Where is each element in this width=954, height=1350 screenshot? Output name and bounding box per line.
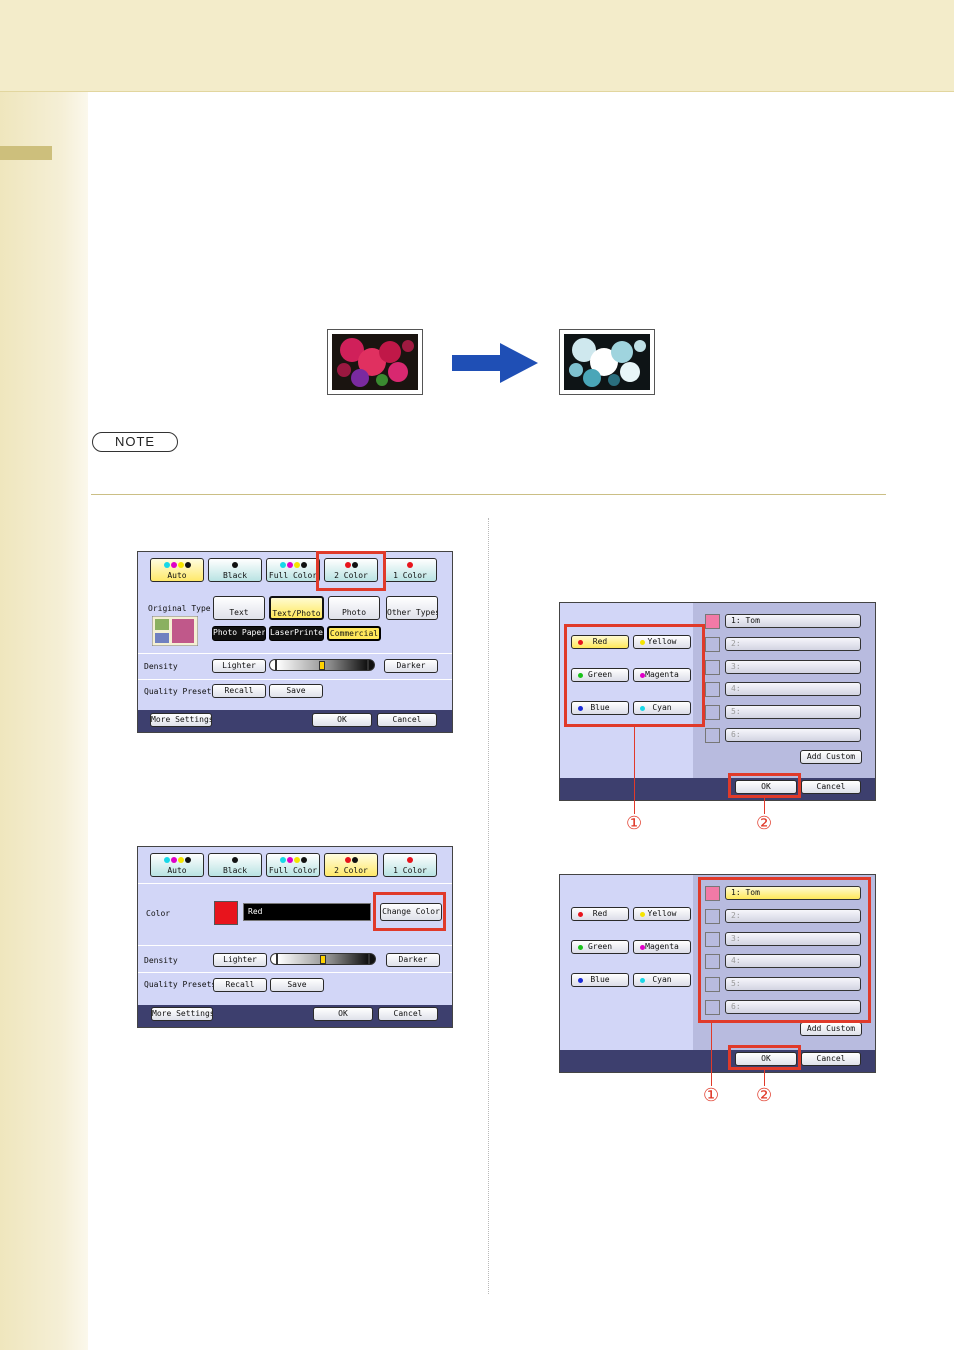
color-value-field: Red	[243, 903, 371, 921]
copy-mode-panel: Auto Black Full Color 2 Color 1 Color Or…	[137, 551, 453, 733]
section-divider	[91, 494, 886, 495]
mode-1-color-button[interactable]: 1 Color	[383, 853, 437, 877]
color-yellow-button[interactable]: Yellow	[633, 907, 691, 921]
mode-1-color-button[interactable]: 1 Color	[383, 558, 437, 582]
color-magenta-button[interactable]: Magenta	[633, 668, 691, 682]
column-divider	[488, 518, 489, 1294]
highlight-custom-colors	[698, 877, 871, 1023]
color-select-panel-a: Red Yellow Green Magenta Blue Cyan 1: To…	[559, 602, 876, 801]
save-button[interactable]: Save	[269, 684, 323, 698]
color-magenta-button[interactable]: Magenta	[633, 940, 691, 954]
color-label: Color	[146, 909, 171, 918]
mode-2-color-button[interactable]: 2 Color	[324, 853, 378, 877]
highlight-ok-b	[728, 1045, 801, 1070]
original-type-label: Original Type	[148, 604, 211, 613]
quality-presets-label: Quality Presets	[144, 687, 217, 696]
color-green-button[interactable]: Green	[571, 668, 629, 682]
subtype-commercial-button[interactable]: Commercial	[327, 626, 381, 641]
mode-full-color-button[interactable]: Full Color	[266, 853, 320, 877]
cancel-button[interactable]: Cancel	[801, 1052, 861, 1066]
highlight-change-color	[373, 892, 446, 931]
header-band	[0, 0, 954, 92]
subtype-laser-printed-button[interactable]: LaserPrinted	[269, 626, 324, 641]
flower-photo-cyan	[564, 334, 650, 390]
two-color-panel: Auto Black Full Color 2 Color 1 Color Co…	[137, 846, 453, 1028]
callout-1: ①	[703, 1085, 720, 1106]
color-yellow-button[interactable]: Yellow	[633, 635, 691, 649]
ok-button[interactable]: OK	[312, 713, 372, 727]
color-cyan-button[interactable]: Cyan	[633, 973, 691, 987]
subtype-photo-paper-button[interactable]: Photo Paper	[212, 626, 266, 641]
add-custom-button[interactable]: Add Custom	[800, 1022, 862, 1036]
callout-2: ②	[756, 813, 773, 834]
cancel-button[interactable]: Cancel	[377, 713, 437, 727]
type-other-button[interactable]: Other Types	[386, 596, 438, 620]
callout-1: ①	[626, 813, 643, 834]
darker-button[interactable]: Darker	[384, 659, 438, 673]
density-label: Density	[144, 662, 178, 671]
arrow-right-icon	[452, 343, 538, 383]
mode-full-color-button[interactable]: Full Color	[266, 558, 320, 582]
highlight-standard-colors	[564, 624, 705, 727]
mode-black-button[interactable]: Black	[208, 558, 262, 582]
recall-button[interactable]: Recall	[212, 684, 266, 698]
density-label: Density	[144, 956, 178, 965]
callout-2: ②	[756, 1085, 773, 1106]
flower-photo-color	[332, 334, 418, 390]
converted-photo	[559, 329, 655, 395]
color-blue-button[interactable]: Blue	[571, 701, 629, 715]
lighter-button[interactable]: Lighter	[213, 953, 267, 967]
original-photo	[327, 329, 423, 395]
note-badge: NOTE	[92, 432, 178, 452]
type-text-photo-button[interactable]: Text/Photo	[269, 596, 324, 620]
ok-button[interactable]: OK	[735, 780, 797, 794]
density-slider[interactable]	[277, 953, 369, 965]
mode-2-color-button[interactable]: 2 Color	[324, 558, 378, 582]
mode-auto-button[interactable]: Auto	[150, 853, 204, 877]
density-slider[interactable]	[276, 659, 368, 671]
color-red-button[interactable]: Red	[571, 635, 629, 649]
highlight-2-color	[316, 551, 386, 591]
more-settings-button[interactable]: More Settings	[150, 713, 212, 727]
save-button[interactable]: Save	[270, 978, 324, 992]
color-red-button[interactable]: Red	[571, 907, 629, 921]
color-swatch	[214, 901, 238, 925]
ok-button[interactable]: OK	[735, 1052, 797, 1066]
color-green-button[interactable]: Green	[571, 940, 629, 954]
highlight-ok-a	[728, 773, 801, 798]
more-settings-button[interactable]: More Settings	[151, 1007, 213, 1021]
darker-button[interactable]: Darker	[386, 953, 440, 967]
original-type-thumbnail	[152, 616, 198, 646]
chapter-tab	[0, 146, 52, 160]
add-custom-button[interactable]: Add Custom	[800, 750, 862, 764]
type-text-button[interactable]: Text	[213, 596, 265, 620]
type-photo-button[interactable]: Photo	[328, 596, 380, 620]
mode-black-button[interactable]: Black	[208, 853, 262, 877]
color-blue-button[interactable]: Blue	[571, 973, 629, 987]
ok-button[interactable]: OK	[313, 1007, 373, 1021]
change-color-button[interactable]: Change Color	[380, 903, 442, 921]
color-cyan-button[interactable]: Cyan	[633, 701, 691, 715]
mode-auto-button[interactable]: Auto	[150, 558, 204, 582]
side-band	[0, 92, 88, 1350]
lighter-button[interactable]: Lighter	[212, 659, 266, 673]
cancel-button[interactable]: Cancel	[801, 780, 861, 794]
cancel-button[interactable]: Cancel	[378, 1007, 438, 1021]
recall-button[interactable]: Recall	[213, 978, 267, 992]
quality-presets-label: Quality Presets	[144, 980, 217, 989]
